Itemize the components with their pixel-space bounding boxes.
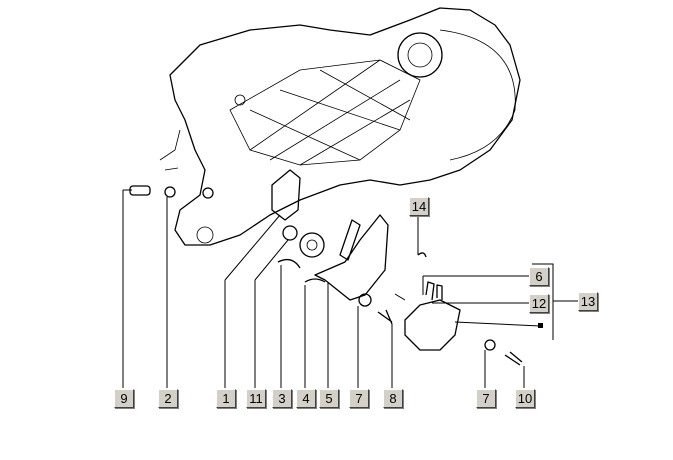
callout-14[interactable]: 14 [409, 197, 429, 216]
callout-8[interactable]: 8 [383, 389, 403, 408]
callout-5[interactable]: 5 [319, 389, 339, 408]
callout-6[interactable]: 6 [529, 267, 549, 286]
callout-3[interactable]: 3 [272, 389, 292, 408]
callout-9[interactable]: 9 [114, 389, 134, 408]
callout-4[interactable]: 4 [296, 389, 316, 408]
callout-1[interactable]: 1 [216, 389, 236, 408]
callout-13[interactable]: 13 [578, 292, 598, 311]
callout-7-second[interactable]: 7 [476, 389, 496, 408]
leader-lines [122, 189, 578, 388]
callout-12[interactable]: 12 [529, 294, 549, 313]
callout-7[interactable]: 7 [349, 389, 369, 408]
callout-2[interactable]: 2 [158, 389, 178, 408]
crankcase [159, 7, 521, 246]
callout-10[interactable]: 10 [515, 389, 535, 408]
callout-11[interactable]: 11 [246, 389, 266, 408]
parts [129, 169, 523, 366]
